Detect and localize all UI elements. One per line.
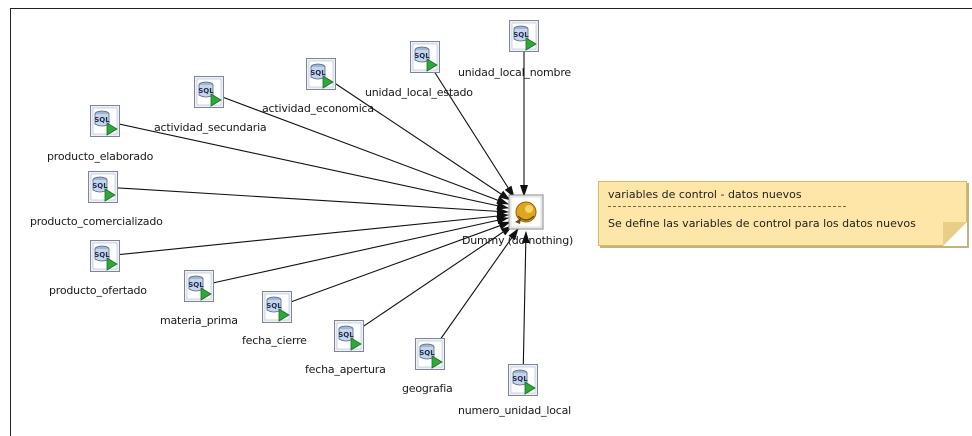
hop-producto_elaborado-to-dummy[interactable] (104, 120, 509, 210)
sql-table-input-icon: SQL (90, 105, 120, 137)
note-box[interactable]: variables de control - datos nuevos Se d… (598, 181, 967, 246)
step-label-geografia: geografia (402, 382, 453, 395)
sql-table-input-icon: SQL (90, 240, 120, 272)
sql-table-input-icon: SQL (184, 270, 214, 302)
svg-text:SQL: SQL (414, 52, 430, 60)
sql-table-input-icon: SQL (194, 76, 224, 108)
svg-text:SQL: SQL (512, 375, 528, 383)
svg-text:SQL: SQL (266, 302, 282, 310)
svg-text:SQL: SQL (188, 281, 204, 289)
hop-fecha_cierre-to-dummy[interactable] (276, 221, 511, 308)
step-label-actividad_economica: actividad_economica (262, 102, 374, 115)
sql-table-input-icon: SQL (334, 320, 364, 352)
step-label-producto_comercializado: producto_comercializado (30, 215, 163, 228)
sql-table-input-icon: SQL (508, 364, 538, 396)
step-label-producto_ofertado: producto_ofertado (49, 284, 147, 297)
sql-table-input-icon: SQL (88, 171, 118, 203)
hop-fecha_apertura-to-dummy[interactable] (348, 225, 513, 337)
note-title: variables de control - datos nuevos (608, 188, 802, 201)
sql-table-input-icon: SQL (410, 41, 440, 73)
note-divider (608, 206, 846, 207)
step-label-unidad_local_estado: unidad_local_estado (365, 86, 473, 99)
step-label-numero_unidad_local: numero_unidad_local (458, 404, 571, 417)
svg-text:SQL: SQL (92, 182, 108, 190)
step-label-materia_prima: materia_prima (160, 314, 238, 327)
hop-unidad_local_estado-to-dummy[interactable] (424, 56, 515, 198)
svg-text:SQL: SQL (310, 69, 326, 77)
dummy-step-label: Dummy (do nothing) (462, 234, 574, 247)
sql-table-input-icon: SQL (262, 291, 292, 323)
sql-table-input-icon: SQL (306, 58, 336, 90)
hop-actividad_economica-to-dummy[interactable] (320, 73, 511, 201)
note-body: Se define las variables de control para … (608, 217, 916, 230)
hop-producto_ofertado-to-dummy[interactable] (104, 212, 509, 257)
sql-table-input-icon: SQL (415, 338, 445, 370)
hop-geografia-to-dummy[interactable] (429, 228, 519, 355)
step-label-fecha_apertura: fecha_apertura (305, 363, 386, 376)
step-label-actividad_secundaria: actividad_secundaria (154, 121, 267, 134)
sql-table-input-icon: SQL (509, 20, 539, 52)
canvas-frame (10, 8, 972, 436)
dummy-step-icon (508, 194, 544, 230)
svg-text:SQL: SQL (198, 87, 214, 95)
svg-text:SQL: SQL (94, 116, 110, 124)
svg-text:SQL: SQL (338, 331, 354, 339)
step-label-unidad_local_nombre: unidad_local_nombre (458, 66, 571, 79)
note-fold-corner (943, 222, 967, 246)
hop-actividad_secundaria-to-dummy[interactable] (208, 91, 509, 205)
hop-numero_unidad_local-to-dummy[interactable] (521, 231, 530, 381)
svg-text:SQL: SQL (94, 251, 110, 259)
step-label-fecha_cierre: fecha_cierre (242, 334, 307, 347)
hop-producto_comercializado-to-dummy[interactable] (102, 186, 509, 216)
hop-materia_prima-to-dummy[interactable] (198, 216, 509, 287)
svg-text:SQL: SQL (513, 31, 529, 39)
step-label-producto_elaborado: producto_elaborado (47, 150, 154, 163)
svg-text:SQL: SQL (419, 349, 435, 357)
